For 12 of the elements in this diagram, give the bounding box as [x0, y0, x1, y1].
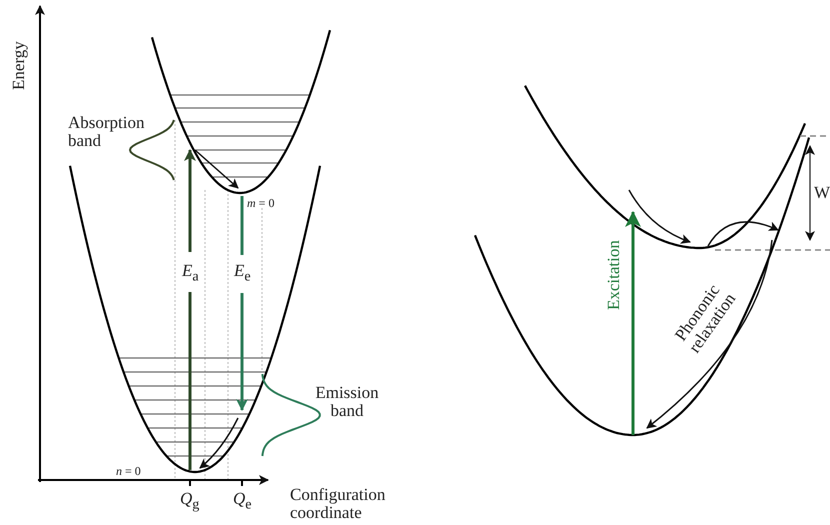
energy-symbol: E$_{e}$: [234, 262, 251, 286]
axis-title: Configuration coordinate: [290, 486, 386, 522]
band-label: Absorption band: [68, 114, 146, 150]
axis-title: Energy: [10, 41, 28, 90]
axis-tick-label: Q$_{g}$: [180, 490, 200, 514]
level-label: m = 0: [247, 195, 274, 212]
energy-symbol: E$_{a}$: [182, 262, 199, 286]
axis-tick-label: Q$_{e}$: [233, 490, 252, 514]
transition-label: Excitation: [605, 240, 623, 310]
dimension-label: W: [814, 184, 830, 202]
level-label: n = 0: [116, 463, 141, 480]
band-label: Emission band: [314, 384, 380, 420]
